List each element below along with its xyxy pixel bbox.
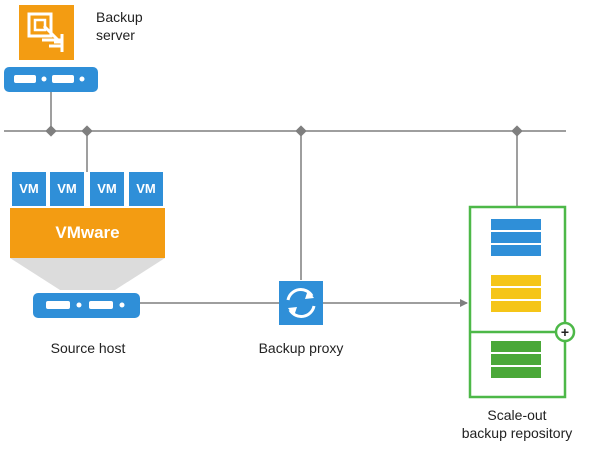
- vmware-block: [10, 208, 165, 258]
- add-extent-symbol: +: [561, 324, 569, 340]
- backup-server-rack-icon: [4, 67, 98, 92]
- backup-server-icon[interactable]: [19, 5, 74, 60]
- source-host-rack-icon[interactable]: [33, 293, 140, 318]
- vmware-funnel: [10, 258, 165, 290]
- scaleout-repo-label-line1: Scale-out: [487, 407, 547, 423]
- vm-chip[interactable]: VM: [12, 172, 46, 206]
- vmware-label: VMware: [55, 223, 120, 242]
- backup-proxy-icon[interactable]: [279, 281, 323, 325]
- scaleout-repo-label-line2: backup repository: [461, 425, 573, 441]
- backup-server-label-line1: Backup: [96, 9, 143, 25]
- backup-proxy-label: Backup proxy: [258, 340, 344, 356]
- repository-extent-yellow: [491, 275, 541, 312]
- vm-chip[interactable]: VM: [90, 172, 124, 206]
- repository-extent-blue: [491, 219, 541, 256]
- repository-extent-green: [491, 341, 541, 378]
- add-extent-button[interactable]: +: [554, 321, 576, 343]
- vm-chip[interactable]: VM: [129, 172, 163, 206]
- backup-server-label-line2: server: [96, 27, 135, 43]
- junction-diamonds: [45, 125, 523, 137]
- source-host-label: Source host: [50, 340, 126, 356]
- vm-chip[interactable]: VM: [50, 172, 84, 206]
